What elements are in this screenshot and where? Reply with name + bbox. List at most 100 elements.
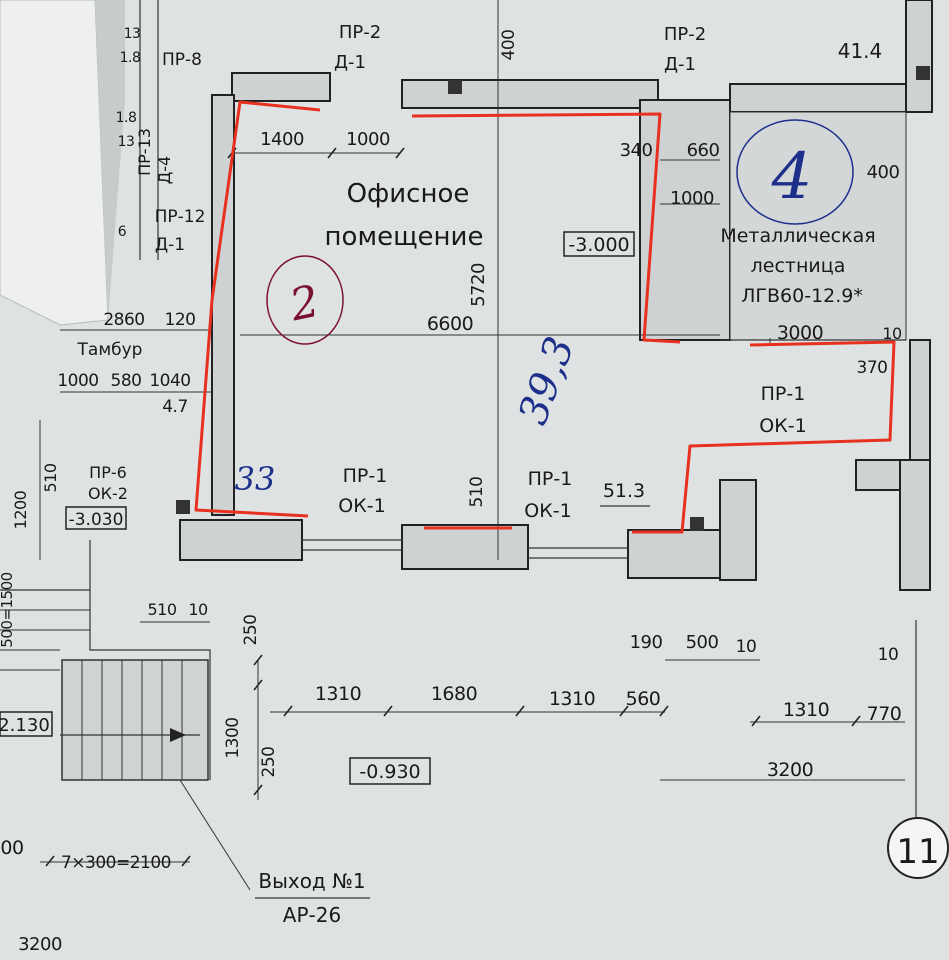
mark-pr2-left-b: Д-1 [334,52,366,73]
level-box-c [349,757,431,785]
dim-120: 120 [165,310,196,330]
mark-pr8: ПР-8 [162,50,202,70]
stair-label-line1: Металлическая [720,225,875,247]
room-level-box [563,231,635,257]
dimension-ticks [45,147,861,867]
dim-1000-tambur: 1000 [57,371,98,391]
dim-1-8-b: 1.8 [116,110,137,126]
stair-steps [81,660,183,780]
mark-pr1-b-2: ОК-1 [524,500,571,522]
dim-10-c: 10 [736,637,757,657]
dim-770: 770 [867,703,902,725]
room-title-line1: Офисное [347,179,470,209]
wall-bottom-1 [179,519,303,561]
dim-1200: 1200 [11,490,30,529]
dim-250-b: 250 [259,747,279,778]
dimension-lines [39,0,905,891]
dim-1000: 1000 [346,129,390,150]
mark-pr12-a: ПР-12 [155,207,206,227]
column-marker-2 [916,66,930,80]
wall-right-bottom [899,459,931,591]
dim-580: 580 [111,371,142,391]
dim-6600: 6600 [427,313,473,335]
ink-small: 33 [235,460,276,498]
mark-pr1-c-1: ПР-1 [761,383,806,405]
level-c: -0.930 [359,761,420,783]
stair-area [729,111,907,341]
dim-1500: 500=1500 [0,572,16,647]
ink-stair-number: 4 [771,140,813,214]
mark-pr6-b: ОК-2 [88,484,128,503]
column-marker-4 [690,517,704,531]
room-level: -3.000 [568,234,629,256]
dim-1300: 1300 [223,717,243,758]
dim-13: 13 [124,26,141,42]
dim-500: 500 [686,632,719,653]
level-a: -3.030 [69,510,124,530]
stair-label-line3: ЛГВ60-12.9* [741,285,863,307]
dim-7x300: 7×300=2100 [61,853,171,873]
page-fold-shadow [95,0,125,320]
dim-1-8: 1.8 [120,50,141,66]
level-box-b [0,711,53,737]
dim-00: 00 [0,837,23,859]
dim-1310-b: 1310 [549,688,595,710]
dim-1310-c: 1310 [783,699,829,721]
page-fold-left [0,0,109,326]
dim-1000-stair: 1000 [670,188,714,209]
wall-top-middle [401,79,659,109]
dim-1400: 1400 [260,129,304,150]
office-outline-right [632,340,896,534]
dim-400-right: 400 [867,162,900,183]
dim-5720: 5720 [468,263,489,307]
dim-1040: 1040 [149,371,190,391]
mark-pr1-b-1: ПР-1 [528,468,573,490]
ink-circle-2 [266,255,344,345]
dim-660: 660 [687,140,720,161]
mark-pr13-b: Д-4 [155,156,174,184]
mark-pr1-a-2: ОК-1 [338,495,385,517]
level-b: 2.130 [0,715,50,736]
mark-pr12-b: Д-1 [155,235,185,255]
wall-right-column [905,0,933,113]
mark-pr2-right-b: Д-1 [664,54,696,75]
dim-10-right: 10 [882,324,902,343]
dim-370: 370 [857,358,888,378]
office-outline [194,100,321,518]
dim-3200-bottom: 3200 [18,934,62,955]
mark-exit-a: Выход №1 [258,869,365,893]
dim-10-d: 10 [878,645,899,665]
dim-6: 6 [118,224,127,240]
dim-1680: 1680 [431,683,477,705]
mark-pr1-a-1: ПР-1 [343,465,388,487]
column-right-2 [855,459,901,491]
dim-13-b: 13 [118,134,135,150]
axis-bubble [887,817,949,879]
dim-3000: 3000 [777,322,823,344]
mark-exit-b: АР-26 [283,903,341,927]
dim-400-top: 400 [499,30,519,61]
exit-stair [61,659,209,781]
room-title-line2: помещение [325,222,484,252]
column-right-1 [719,479,757,581]
dim-190: 190 [630,632,663,653]
column-marker-3 [176,500,190,514]
dim-510-left: 510 [41,463,60,492]
wall-right-lower [909,339,931,461]
level-box-a [65,506,127,530]
mark-pr2-left-a: ПР-2 [339,22,381,43]
dim-560: 560 [626,688,661,710]
dim-2860: 2860 [103,310,144,330]
elevation-top: 41.4 [838,39,883,63]
wall-top-left [231,72,331,102]
office-outline-top [411,112,681,344]
wall-top-right [729,83,911,113]
wall-bottom-3 [627,529,725,579]
dim-510-mid: 510 [467,477,487,508]
stair-arrow [170,728,186,742]
ink-circle-4 [736,119,854,225]
wall-bottom-2 [401,524,529,570]
dim-250-a: 250 [241,615,261,646]
room-area: 51.3 [603,480,645,502]
